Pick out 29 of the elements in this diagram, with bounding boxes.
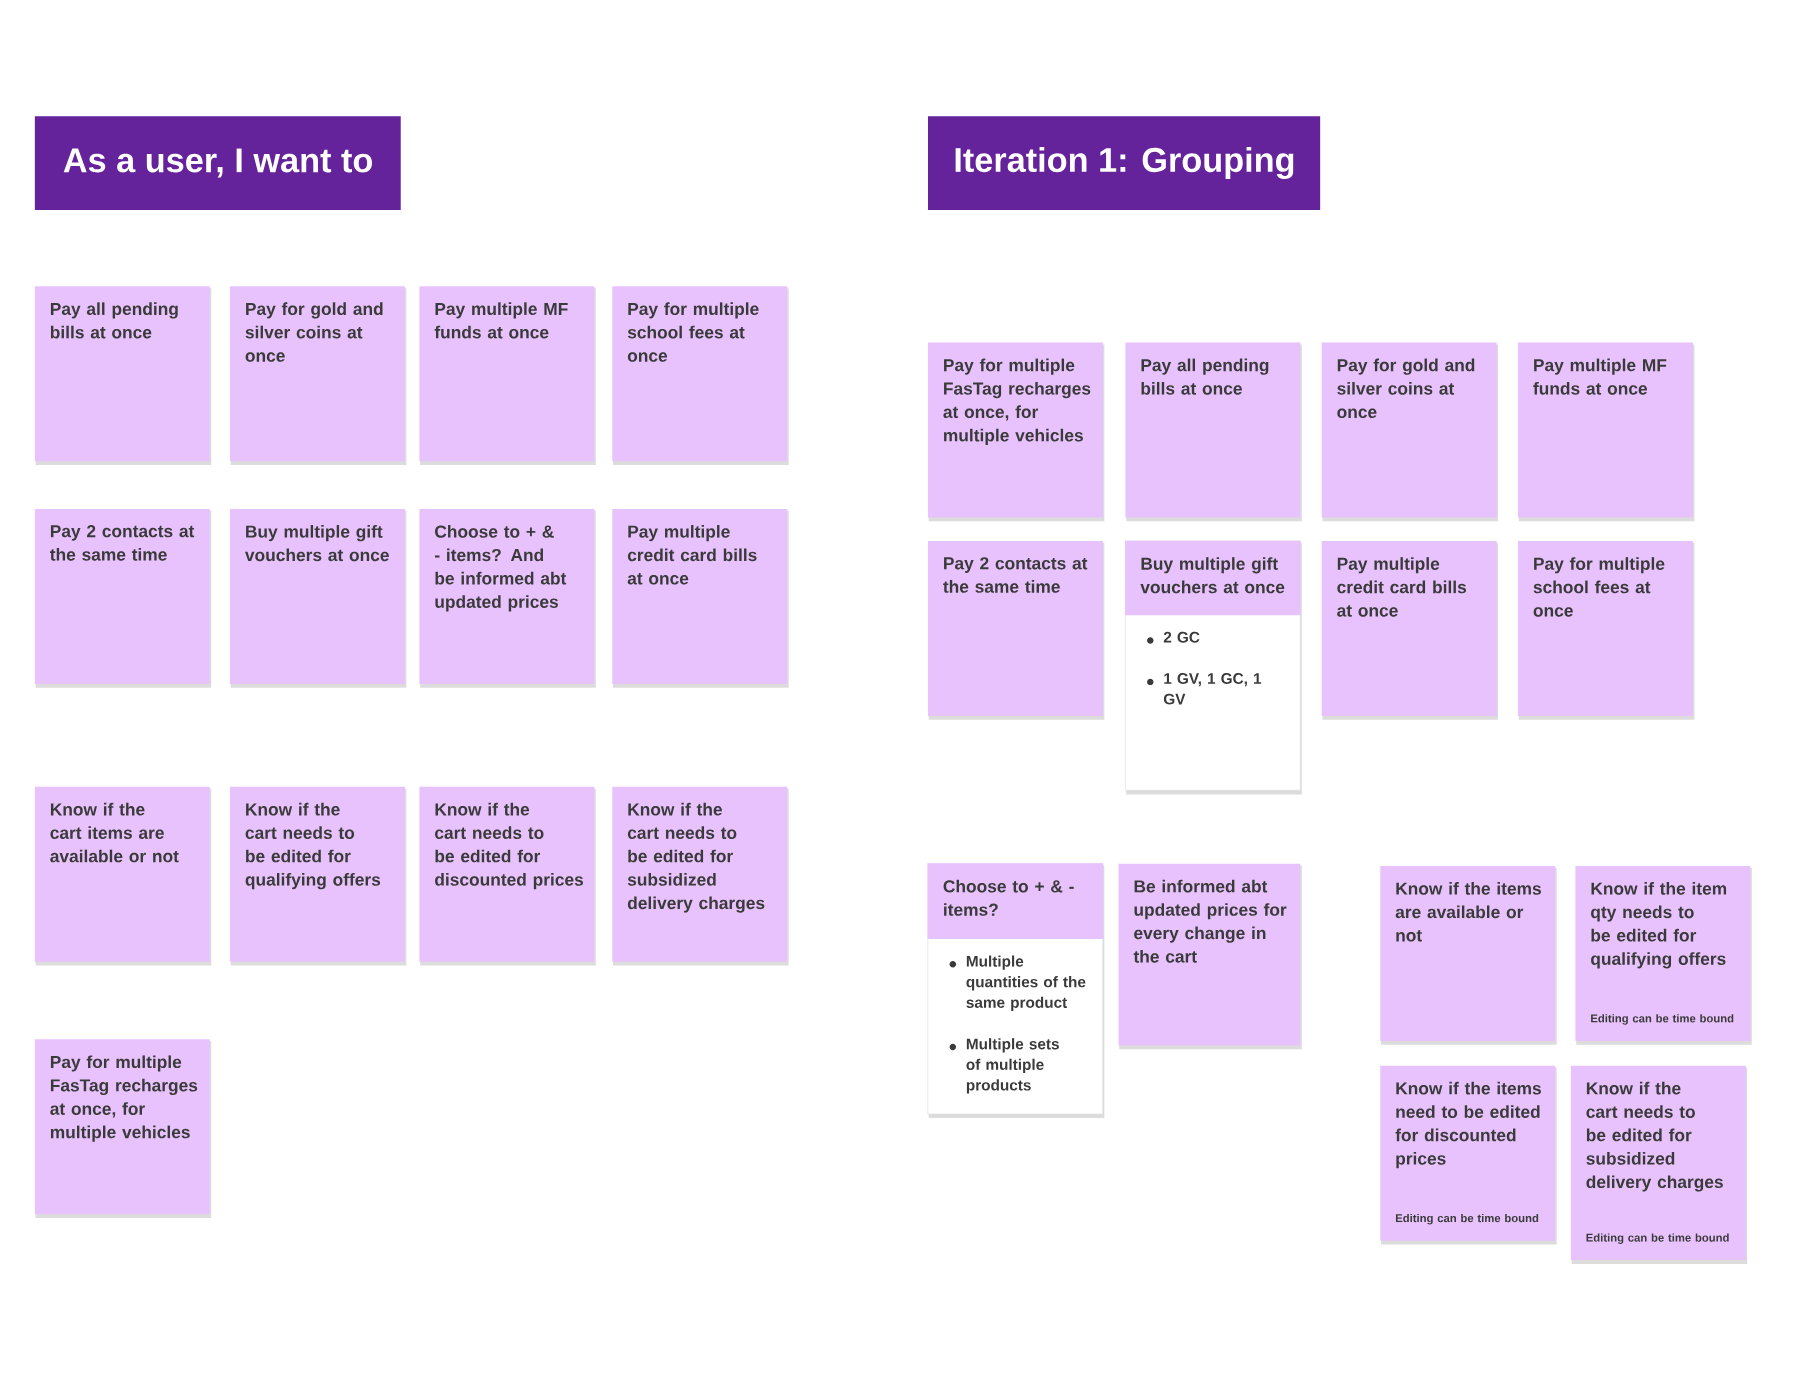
sticky-note: Pay for gold and silver coins at once xyxy=(1321,342,1499,522)
sticky-note: Pay multiple credit card bills at once xyxy=(612,509,789,688)
sticky-note: Know if the items are available or not xyxy=(1380,866,1557,1045)
sticky-note: Buy multiple gift vouchers at once 2 GC 1 GV, 1 GC, 1 GV xyxy=(1125,540,1302,795)
sticky-note: Know if the cart needs to be edited for subsidized delivery charges xyxy=(612,787,789,966)
sticky-note: Be informed abt updated prices for every change in the cart xyxy=(1118,863,1302,1050)
sticky-note: Know if the item qty needs to be edited for qualifying offers Editing can be time bound xyxy=(1575,866,1752,1045)
sticky-note: Pay all pending bills at once xyxy=(34,286,212,466)
sticky-note: Know if the cart needs to be edited for subsidized delivery charges Editing can be time bound xyxy=(1570,1065,1748,1265)
sticky-note: Pay for gold and silver coins at once xyxy=(230,286,407,466)
sticky-note: Choose to + & - items? Multiple quantities of the same product Multiple sets of multiple products xyxy=(927,863,1105,1119)
sticky-note: Pay all pending bills at once xyxy=(1125,342,1302,522)
sticky-note: Pay 2 contacts at the same time xyxy=(927,541,1105,720)
header-banner: As a user, I want to xyxy=(34,116,401,211)
sticky-note: Pay for multiple school fees at once xyxy=(612,286,789,466)
sticky-note: Know if the cart items are available or not xyxy=(34,787,212,966)
sticky-note: Pay for multiple FasTag recharges at once, for multiple vehicles xyxy=(34,1039,212,1219)
sticky-note: Pay multiple credit card bills at once xyxy=(1321,541,1499,720)
sticky-note: Pay for multiple FasTag recharges at once, for multiple vehicles xyxy=(927,342,1105,522)
sticky-note: Choose to + & - items? And be informed abt updated prices xyxy=(419,509,596,688)
sticky-note: Know if the cart needs to be edited for discounted prices xyxy=(419,787,596,966)
sticky-note: Pay for multiple school fees at once xyxy=(1518,541,1695,720)
sticky-note: Buy multiple gift vouchers at once xyxy=(230,509,407,688)
sticky-note: Pay multiple MF funds at once xyxy=(1518,342,1695,522)
sticky-note: Know if the items need to be edited for discounted prices Editing can be time bound xyxy=(1380,1065,1557,1245)
sticky-note: Pay multiple MF funds at once xyxy=(419,286,596,466)
header-banner: Iteration 1: Grouping xyxy=(927,116,1321,211)
sticky-note: Pay 2 contacts at the same time xyxy=(34,509,212,688)
sticky-note: Know if the cart needs to be edited for qualifying offers xyxy=(230,787,407,966)
